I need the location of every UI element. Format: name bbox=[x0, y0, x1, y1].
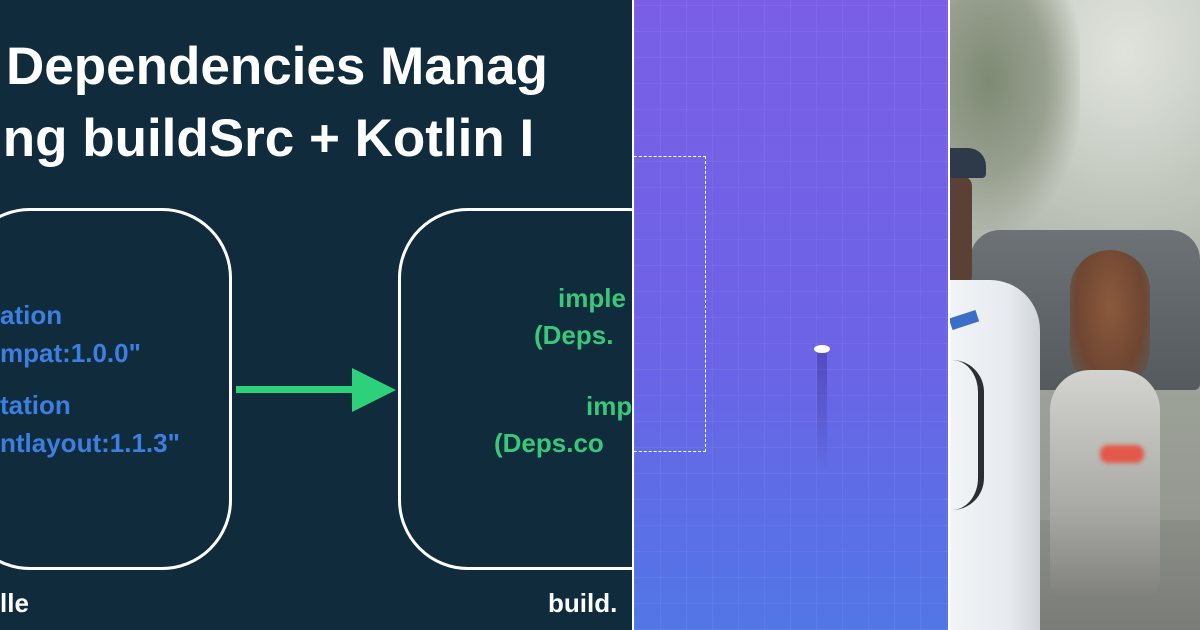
left-file-label: lle bbox=[0, 588, 29, 618]
slide-title-line-1: Dependencies Manag bbox=[6, 37, 548, 96]
left-code-box bbox=[0, 208, 232, 570]
right-file-label: build. bbox=[548, 588, 618, 618]
arrow-right-icon bbox=[352, 368, 396, 412]
right-code-box bbox=[398, 208, 632, 570]
photo-officer-strap bbox=[952, 360, 984, 510]
photo-scooter bbox=[1050, 370, 1160, 600]
dot-shadow bbox=[817, 353, 827, 473]
right-code-line-3: imp bbox=[586, 391, 632, 421]
gradient-panel bbox=[632, 0, 950, 630]
right-code-line-4: (Deps.co bbox=[494, 428, 604, 458]
right-code-line-1: imple bbox=[558, 283, 626, 313]
dashed-selection-rect bbox=[634, 156, 706, 452]
photo-officer-uniform bbox=[950, 280, 1040, 630]
photo-officer-face bbox=[950, 176, 972, 286]
left-code-line-3: tation bbox=[0, 390, 71, 420]
photo-panel bbox=[950, 0, 1200, 630]
slide-title-line-2: ing buildSrc + Kotlin I bbox=[0, 109, 535, 168]
slide-panel: Dependencies Manag ing buildSrc + Kotlin… bbox=[0, 0, 632, 630]
arrow-shaft bbox=[236, 386, 360, 393]
photo-rider bbox=[1070, 250, 1150, 390]
right-code-line-2: (Deps. bbox=[534, 320, 614, 350]
photo-taillight bbox=[1100, 445, 1144, 463]
left-code-line-2: mpat:1.0.0" bbox=[0, 338, 141, 368]
photo-officer-cap bbox=[950, 148, 986, 178]
left-code-line-1: ation bbox=[0, 300, 63, 330]
white-dot bbox=[814, 345, 830, 353]
left-code-line-4: ntlayout:1.1.3" bbox=[0, 428, 180, 458]
